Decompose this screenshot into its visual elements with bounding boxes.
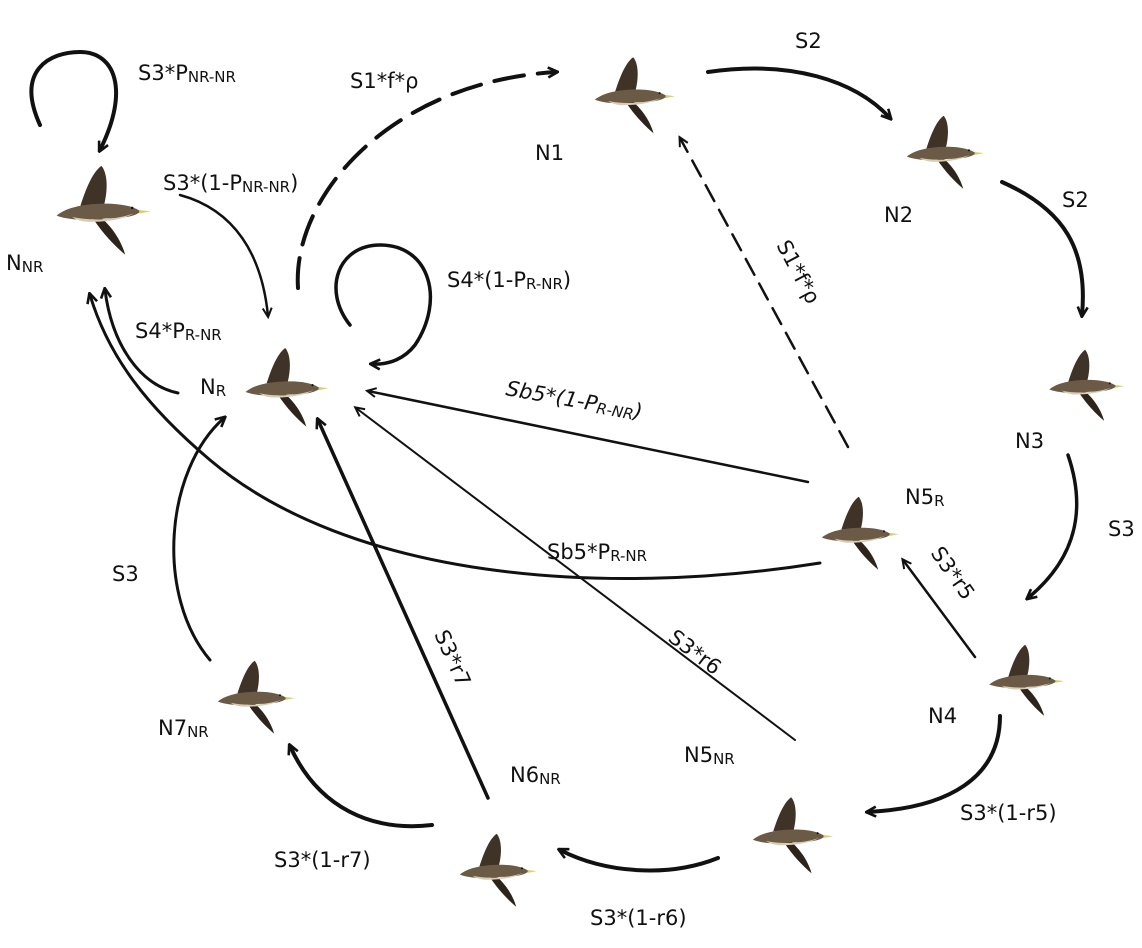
- edge-n5r-nr: [368, 391, 810, 484]
- edge-label-n5nr-nr: S3*r6: [664, 625, 726, 680]
- edge-label-n4-n5nr: S3*(1-r5): [960, 801, 1057, 825]
- edge-nr-nnr-inner: [105, 290, 180, 395]
- edge-label-n4-n5r: S3*r5: [926, 542, 980, 604]
- edge-label-nr-self: S4*(1-PR-NR): [447, 268, 571, 293]
- bird-icon-nnr: [56, 165, 151, 255]
- edge-label-n3-n4: S3: [1108, 517, 1135, 541]
- edge-nnr-nr: [178, 193, 268, 316]
- node-label-n4: N4: [928, 704, 957, 728]
- edge-n3-n4: [1028, 453, 1079, 598]
- edge-label-n6nr-n7nr: S3*(1-r7): [274, 848, 371, 872]
- edge-n5nr-nr: [356, 408, 796, 741]
- bird-icon-n5r: [821, 496, 899, 570]
- edge-nr-n1-dashed: [295, 72, 556, 290]
- edge-label-n5r-nnr: Sb5*PR-NR: [547, 540, 647, 565]
- edge-n5r-nnr: [90, 295, 822, 580]
- bird-icon-n1: [594, 57, 676, 134]
- edge-label-n1-n2: S2: [795, 29, 822, 53]
- edge-nr-self: [334, 243, 432, 364]
- edge-label-n5r-n1: S1*f*ρ: [772, 236, 825, 308]
- edge-n4-n5nr: [868, 714, 1002, 812]
- edge-n5r-n1-dashed: [680, 138, 850, 449]
- edge-label-nr-nnr: S4*PR-NR: [135, 319, 222, 344]
- edge-n6nr-n7nr: [290, 746, 434, 829]
- bird-icon-n5nr: [752, 797, 834, 874]
- node-label-n6nr: N6NR: [510, 763, 561, 788]
- edge-nnr-self: [29, 49, 118, 150]
- edge-label-nnr-nr: S3*(1-PNR-NR): [163, 171, 298, 196]
- edge-n2-n3: [1000, 180, 1083, 315]
- node-label-nnr: NNR: [6, 251, 43, 276]
- node-label-n5nr: N5NR: [684, 743, 735, 768]
- bird-icon-n7nr: [217, 660, 295, 734]
- node-label-n1: N1: [535, 141, 564, 165]
- edge-n1-n2: [706, 66, 890, 118]
- edge-label-nr-n1: S1*f*ρ: [350, 69, 418, 93]
- node-label-nr: NR: [200, 375, 226, 400]
- node-label-n2: N2: [884, 203, 913, 227]
- edge-n4-n5r: [903, 560, 977, 659]
- bird-icon-n3: [1049, 349, 1125, 421]
- bird-icon-nr: [245, 347, 329, 427]
- edge-label-nnr-self: S3*PNR-NR: [138, 61, 236, 86]
- edge-label-n2-n3: S2: [1062, 188, 1089, 212]
- edge-label-n5nr-n6nr: S3*(1-r6): [590, 906, 687, 930]
- node-label-n3: N3: [1015, 429, 1044, 453]
- edge-n5nr-n6nr: [560, 850, 720, 873]
- edge-label-n5r-nr: Sb5*(1-PR-NR): [504, 376, 644, 425]
- node-label-n7nr: N7NR: [158, 716, 209, 741]
- edge-n6nr-nr: [318, 420, 490, 800]
- edge-label-n7nr-nr: S3: [112, 562, 139, 586]
- edge-n7nr-nr: [172, 418, 224, 662]
- bird-icon-n4: [989, 644, 1065, 716]
- node-label-n5r: N5R: [905, 485, 945, 510]
- bird-icon-n6nr: [459, 833, 537, 907]
- bird-icon-n2: [906, 115, 984, 189]
